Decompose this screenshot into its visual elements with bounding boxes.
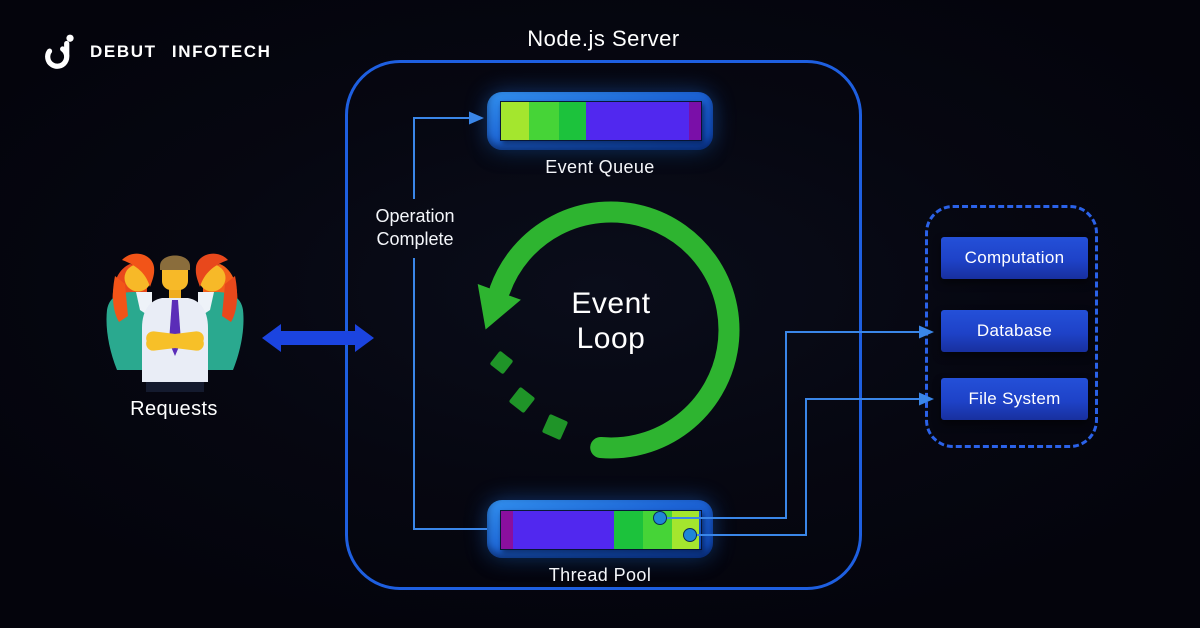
thread-pool-label: Thread Pool xyxy=(548,565,652,585)
event-loop-label: Event Loop xyxy=(511,286,711,356)
bar-segment xyxy=(672,510,699,549)
event-queue-bar xyxy=(500,100,702,141)
requests-people-icon xyxy=(106,253,244,392)
operation-complete-line1: Operation xyxy=(375,206,455,226)
brand: DEBUT INFOTECH xyxy=(42,33,272,71)
database-box: Database xyxy=(941,310,1088,352)
operation-complete-line2: Complete xyxy=(376,229,454,249)
event-queue-label: Event Queue xyxy=(545,157,655,177)
bar-segment xyxy=(643,510,672,549)
debut-infotech-logo-icon xyxy=(45,34,74,69)
file-system-box: File System xyxy=(941,378,1088,420)
bar-segment xyxy=(559,101,586,140)
requests-label: Requests xyxy=(130,398,218,420)
bar-segment xyxy=(689,101,701,140)
bar-segment xyxy=(614,510,643,549)
computation-box: Computation xyxy=(941,237,1088,279)
event-queue xyxy=(487,92,713,150)
event-loop-label-line2: Loop xyxy=(576,322,646,355)
server-box xyxy=(345,60,862,590)
operation-complete-label: Operation Complete xyxy=(348,205,482,251)
bar-segment xyxy=(501,101,529,140)
bar-segment xyxy=(586,101,689,140)
thread-pool xyxy=(487,500,713,558)
external-resources-panel: Computation Database File System xyxy=(925,205,1098,448)
server-title: Node.js Server xyxy=(527,26,680,51)
thread-pool-bar xyxy=(500,509,702,550)
bar-segment xyxy=(513,510,614,549)
event-loop-label-line1: Event xyxy=(571,287,651,320)
brand-name: DEBUT INFOTECH xyxy=(90,42,272,61)
bar-segment xyxy=(529,101,559,140)
bar-segment xyxy=(501,510,513,549)
